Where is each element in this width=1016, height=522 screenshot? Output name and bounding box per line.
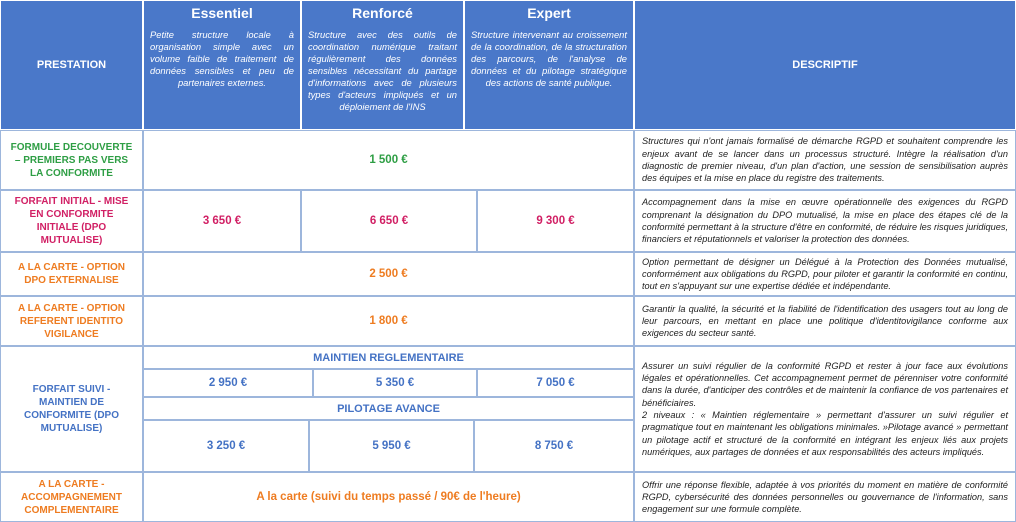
price-maintien-renforce: 5 350 € [313, 369, 477, 397]
row-label-dpo-externalise: A LA CARTE - OPTION DPO EXTERNALISE [0, 252, 143, 296]
tier-description: Structure intervenant au croissement de … [471, 29, 627, 88]
price-initial-renforce: 6 650 € [301, 190, 477, 252]
tier-description: Petite structure locale à organisation s… [150, 29, 294, 88]
price-pilotage-essentiel: 3 250 € [143, 420, 309, 472]
desc-forfait-suivi: Assurer un suivi régulier de la conformi… [634, 346, 1016, 472]
price-maintien-essentiel: 2 950 € [143, 369, 313, 397]
subheader-pilotage-avance: PILOTAGE AVANCE [143, 397, 634, 420]
header-tier-essentiel: Essentiel Petite structure locale à orga… [143, 0, 301, 130]
tier-name: Essentiel [191, 5, 253, 21]
price-pilotage-renforce: 5 950 € [309, 420, 474, 472]
header-tier-expert: Expert Structure intervenant au croissem… [464, 0, 634, 130]
tier-name: Renforcé [352, 5, 413, 21]
row-label-accompagnement: A LA CARTE - ACCOMPAGNEMENT COMPLEMENTAI… [0, 472, 143, 522]
price-initial-expert: 9 300 € [477, 190, 634, 252]
desc-accompagnement: Offrir une réponse flexible, adaptée à v… [634, 472, 1016, 522]
desc-forfait-suivi-paragraph-2: 2 niveaux : « Maintien réglementaire » p… [642, 410, 1008, 457]
price-accompagnement: A la carte (suivi du temps passé / 90€ d… [143, 472, 634, 522]
price-identitovigilance: 1 800 € [143, 296, 634, 346]
price-decouverte: 1 500 € [143, 130, 634, 190]
row-label-decouverte: FORMULE DECOUVERTE – PREMIERS PAS VERS L… [0, 130, 143, 190]
price-dpo-externalise: 2 500 € [143, 252, 634, 296]
desc-dpo-externalise: Option permettant de désigner un Délégué… [634, 252, 1016, 296]
row-label-identitovigilance: A LA CARTE - OPTION REFERENT IDENTITO VI… [0, 296, 143, 346]
row-label-forfait-suivi: FORFAIT SUIVI - MAINTIEN DE CONFORMITE (… [0, 346, 143, 472]
desc-forfait-initial: Accompagnement dans la mise en œuvre opé… [634, 190, 1016, 252]
price-maintien-expert: 7 050 € [477, 369, 634, 397]
desc-forfait-suivi-paragraph-1: Assurer un suivi régulier de la conformi… [642, 360, 1008, 408]
subheader-maintien-reglementaire: MAINTIEN REGLEMENTAIRE [143, 346, 634, 369]
tier-description: Structure avec des outils de coordinatio… [308, 29, 457, 112]
desc-decouverte: Structures qui n'ont jamais formalisé de… [634, 130, 1016, 190]
price-pilotage-expert: 8 750 € [474, 420, 634, 472]
header-tier-renforce: Renforcé Structure avec des outils de co… [301, 0, 464, 130]
tier-name: Expert [527, 5, 571, 21]
price-initial-essentiel: 3 650 € [143, 190, 301, 252]
header-prestation: PRESTATION [0, 0, 143, 130]
header-descriptif: DESCRIPTIF [634, 0, 1016, 130]
row-label-forfait-initial: FORFAIT INITIAL - MISE EN CONFORMITE INI… [0, 190, 143, 252]
desc-identitovigilance: Garantir la qualité, la sécurité et la f… [634, 296, 1016, 346]
